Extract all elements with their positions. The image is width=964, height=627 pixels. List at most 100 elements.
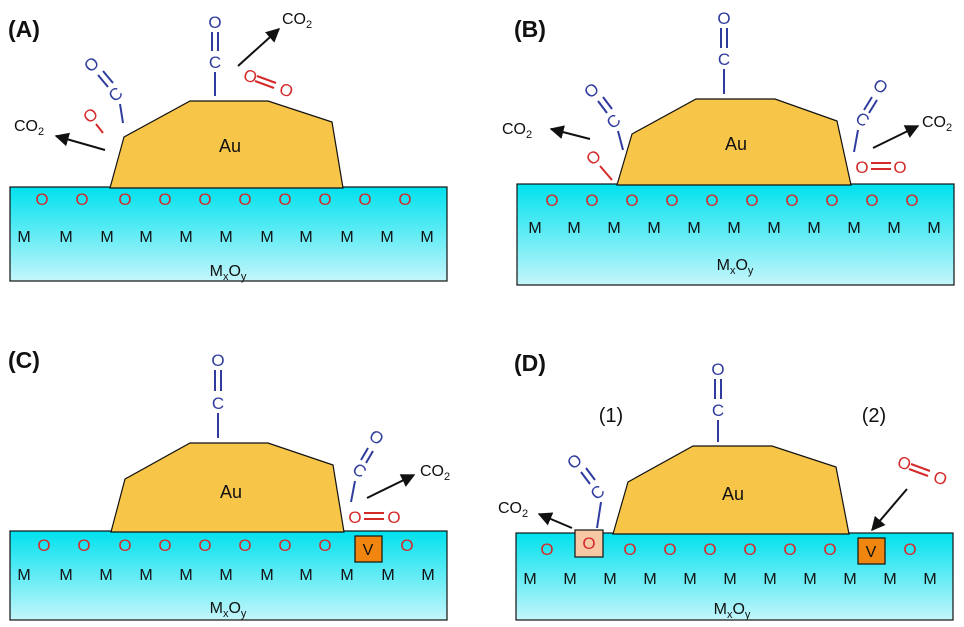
lattice-metal: M [883, 571, 896, 588]
svg-text:O: O [387, 508, 400, 527]
o-adatom: O [583, 146, 613, 181]
lattice-oxygen: O [623, 540, 636, 559]
gold-particle [110, 442, 345, 533]
lattice-metal: M [260, 567, 273, 584]
lattice-oxygen: O [358, 190, 371, 209]
co-molecule-right: O C [852, 75, 891, 153]
lattice-metal: M [807, 220, 820, 237]
lattice-oxygen: O [37, 536, 50, 555]
svg-text:O: O [895, 452, 914, 474]
lattice-metal: M [843, 571, 856, 588]
lattice-oxygen: O [545, 191, 558, 210]
co-oxygen: O [208, 13, 221, 32]
lattice-oxygen: O [865, 191, 878, 210]
lattice-metal: M [17, 229, 30, 246]
lattice-oxygen: O [238, 536, 251, 555]
lattice-oxygen: O [118, 190, 131, 209]
lattice-metal: M [887, 220, 900, 237]
lattice-oxygen: O [318, 536, 331, 555]
co-carbon: C [212, 394, 224, 413]
o2-molecule: O O [855, 158, 906, 177]
product-arrow [54, 132, 106, 151]
lattice-metal: M [340, 567, 353, 584]
lattice-metal: M [99, 567, 112, 584]
lattice-metal: M [219, 567, 232, 584]
co2-product: CO2 [498, 500, 528, 520]
oxide-support [516, 183, 955, 286]
lattice-metal: M [100, 229, 113, 246]
lattice-oxygen: O [278, 536, 291, 555]
co2-product: CO2 [282, 11, 312, 31]
gold-label: Au [725, 134, 747, 154]
support-formula: MxOy [717, 257, 754, 277]
lattice-oxygen: O [905, 191, 918, 210]
lattice-oxygen: O [743, 540, 756, 559]
lattice-metal: M [139, 229, 152, 246]
svg-text:O: O [277, 79, 296, 101]
lattice-oxygen: O [823, 540, 836, 559]
o2-molecule: O O [241, 65, 296, 101]
lattice-metal: M [767, 220, 780, 237]
co-oxygen: O [564, 450, 586, 473]
svg-text:O: O [241, 65, 260, 87]
lattice-metal: M [59, 229, 72, 246]
oxide-support [9, 186, 448, 282]
lattice-metal: M [139, 567, 152, 584]
co-oxygen: O [711, 360, 724, 379]
lattice-metal: M [260, 229, 273, 246]
lattice-metal: M [17, 567, 30, 584]
lattice-oxygen: O [705, 191, 718, 210]
co-oxygen: O [717, 9, 730, 28]
lattice-oxygen: O [825, 191, 838, 210]
co-carbon: C [587, 481, 609, 503]
lattice-oxygen: O [745, 191, 758, 210]
co2-product: CO2 [420, 463, 450, 483]
lattice-metal: M [59, 567, 72, 584]
svg-text:V: V [866, 544, 877, 561]
lattice-metal: M [523, 571, 536, 588]
lattice-oxygen: O [665, 191, 678, 210]
co-carbon: C [712, 401, 724, 420]
product-arrow [549, 125, 591, 140]
lattice-oxygen: O [785, 191, 798, 210]
gold-label: Au [220, 482, 242, 502]
lattice-metal: M [683, 571, 696, 588]
svg-text:O: O [583, 146, 605, 169]
support-formula: MxOy [714, 601, 751, 621]
lattice-metal: M [528, 220, 541, 237]
lattice-oxygen: O [783, 540, 796, 559]
gold-particle [612, 445, 850, 535]
svg-text:V: V [363, 542, 374, 559]
lattice-oxygen: O [158, 536, 171, 555]
panel-label: (C) [8, 347, 40, 373]
lattice-metal: M [923, 571, 936, 588]
lattice-metal: M [380, 229, 393, 246]
panel-label: (A) [8, 16, 40, 42]
o2-molecule: O O [895, 452, 950, 489]
product-arrow [366, 474, 416, 499]
lattice-metal: M [927, 220, 940, 237]
svg-text:O: O [348, 508, 361, 527]
lattice-oxygen: O [75, 190, 88, 209]
lattice-oxygen: O [35, 190, 48, 209]
co-carbon: C [603, 110, 625, 132]
site-label-1: (1) [599, 405, 623, 427]
svg-text:O: O [855, 158, 868, 177]
lattice-metal: M [381, 567, 394, 584]
lattice-metal: M [179, 567, 192, 584]
co-carbon: C [209, 53, 221, 72]
co-oxygen: O [81, 53, 103, 76]
oxygen-refilled-vacancy: O [574, 529, 604, 558]
lattice-oxygen: O [903, 540, 916, 559]
lattice-metal: M [420, 229, 433, 246]
lattice-metal: M [687, 220, 700, 237]
o2-molecule: O O [348, 508, 400, 527]
co-oxygen: O [365, 426, 387, 449]
